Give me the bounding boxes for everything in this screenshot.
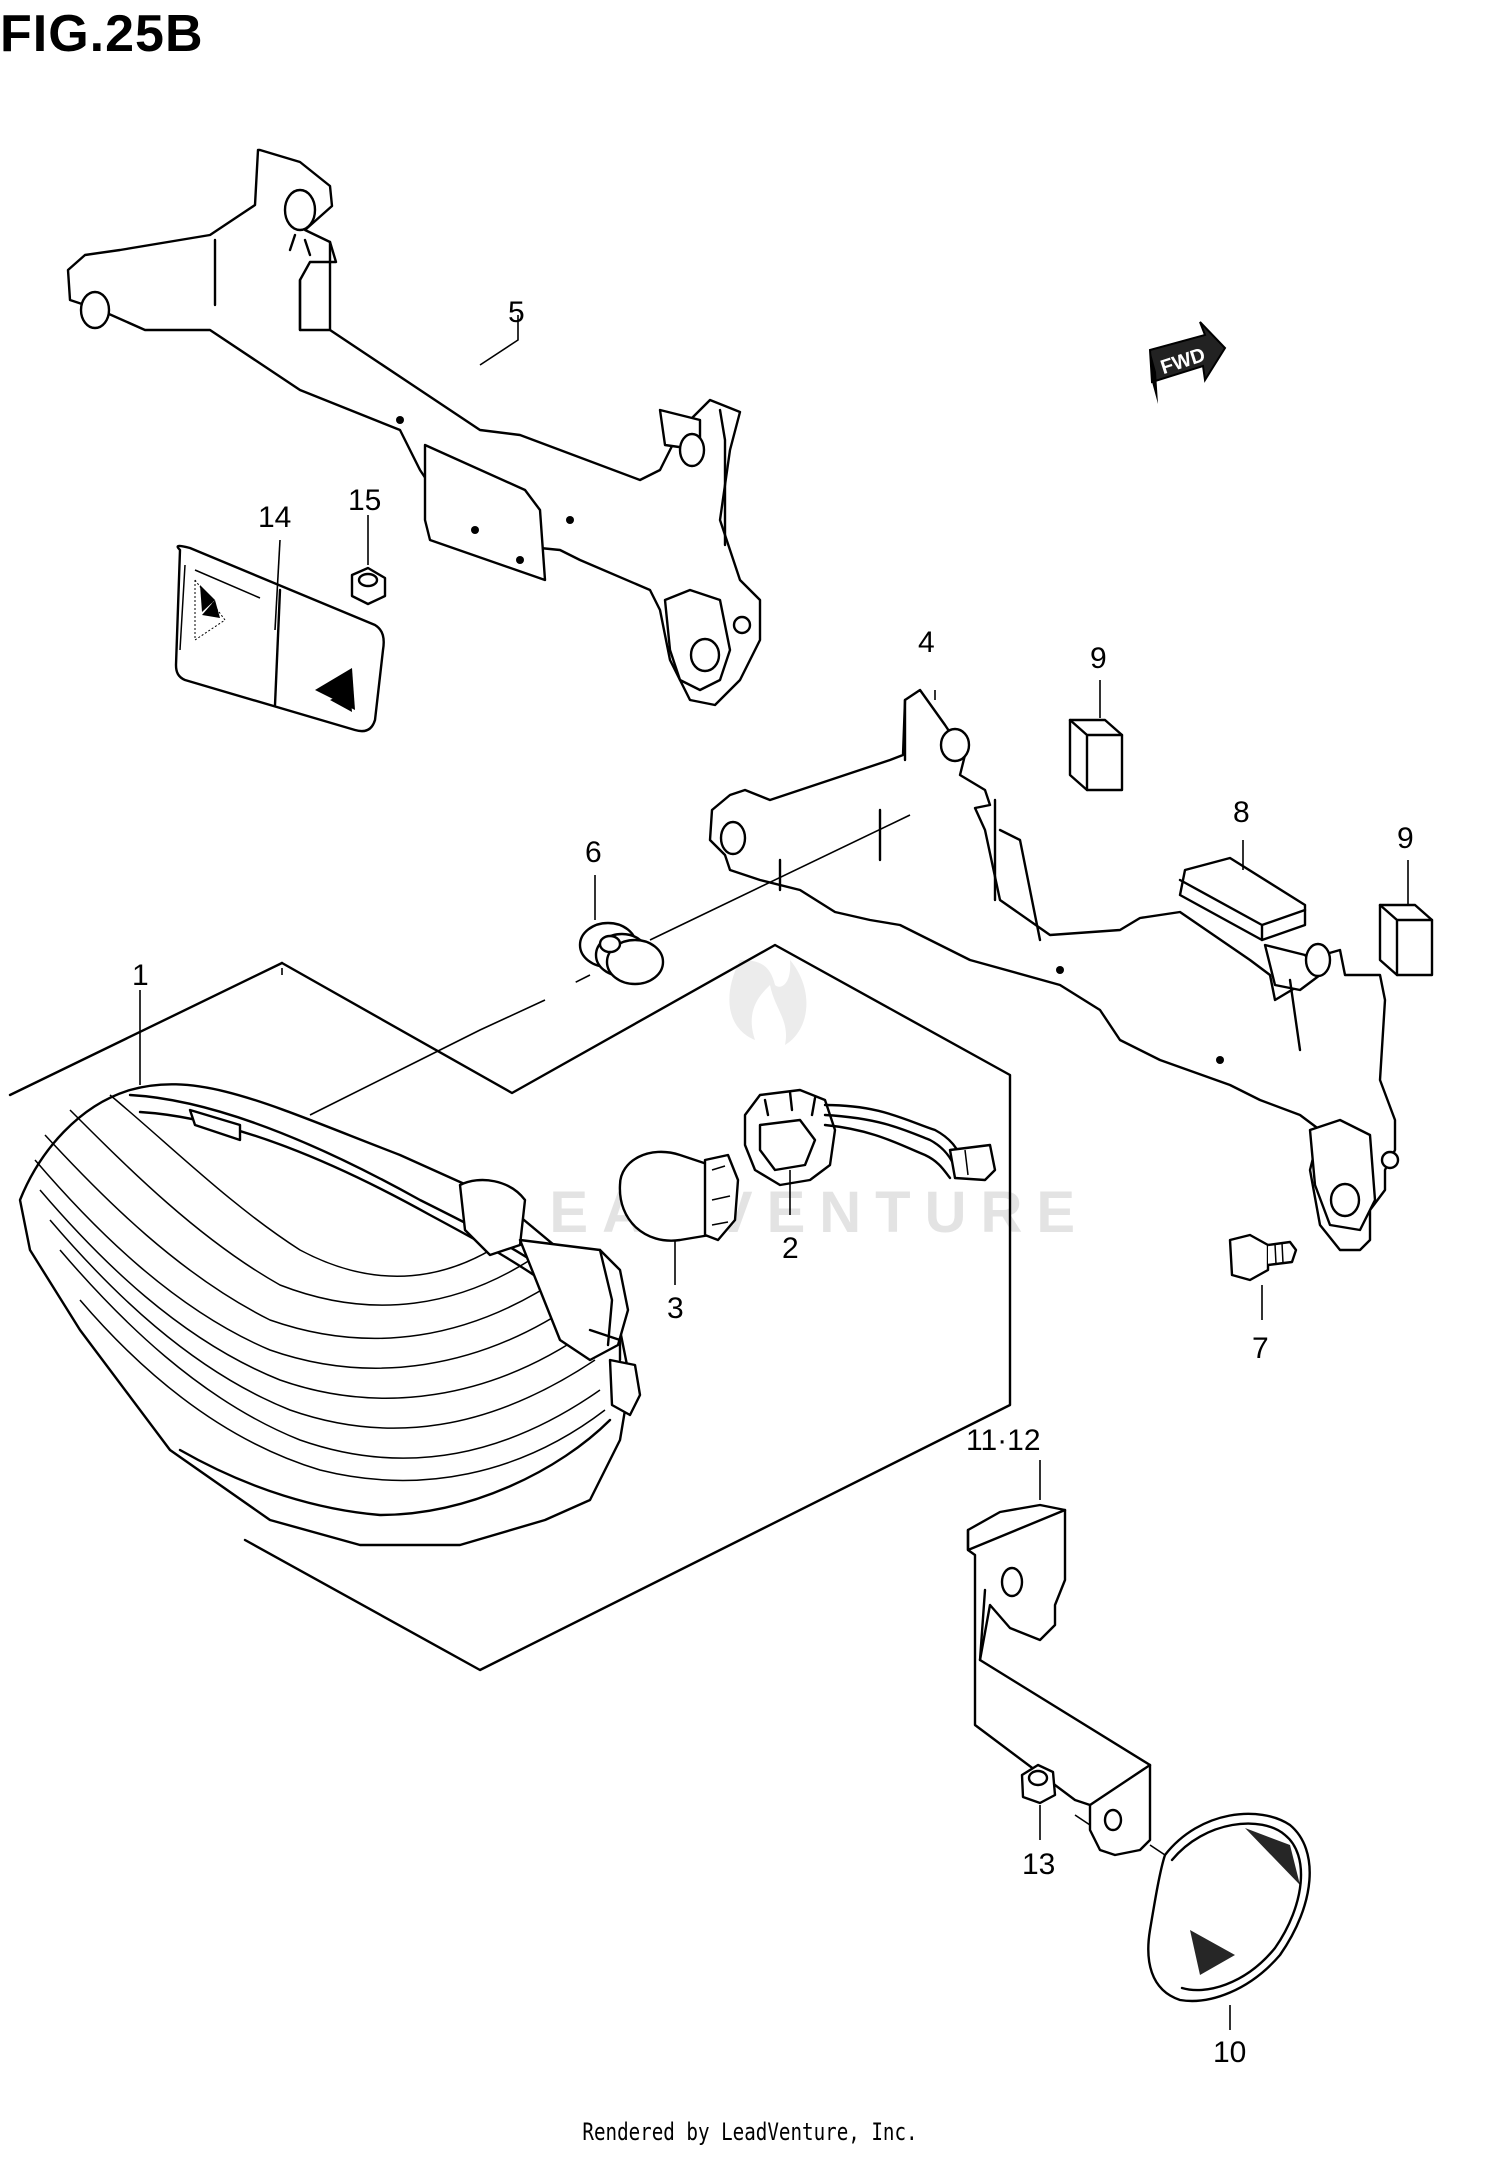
callout-6: 6 (585, 836, 602, 869)
bulb-part-3[interactable] (618, 1150, 740, 1242)
grommet-part-6[interactable] (578, 921, 665, 986)
callout-11-12: 11·12 (966, 1424, 1041, 1457)
socket-part-2[interactable] (743, 1088, 997, 1187)
nut-part-15[interactable] (350, 566, 387, 606)
headlight-part-1[interactable] (18, 1083, 642, 1547)
lower-bracket-part-4[interactable] (708, 688, 1400, 1252)
pad-part-8[interactable] (1178, 856, 1307, 942)
callout-10: 10 (1213, 2036, 1246, 2069)
figure-title: FIG.25B (0, 5, 204, 63)
callout-2: 2 (782, 1232, 799, 1265)
callout-13: 13 (1022, 1848, 1055, 1881)
callout-7: 7 (1252, 1332, 1269, 1365)
callout-15: 15 (348, 484, 381, 517)
round-reflector-part-10[interactable] (1147, 1812, 1311, 2003)
watermark-text: LEADVENTURE (500, 1180, 1089, 1245)
assembly-box-part-1 (8, 943, 1012, 1672)
callout-8: 8 (1233, 796, 1250, 829)
callout-3: 3 (667, 1292, 684, 1325)
upper-bracket-part-5[interactable] (66, 148, 762, 707)
callout-9-upper: 9 (1090, 642, 1107, 675)
callout-5: 5 (508, 296, 525, 329)
reflector-pattern (1190, 1828, 1300, 1975)
callout-labels: 1 2 3 4 5 6 7 8 9 9 10 11·12 13 14 15 (132, 296, 1414, 2069)
leader-lines (139, 315, 1409, 2030)
watermark-logo: LEADVENTURE (500, 960, 1089, 1245)
callout-9-lower: 9 (1397, 822, 1414, 855)
cushion-part-9-lower[interactable] (1378, 903, 1434, 977)
rect-reflector-part-14[interactable] (174, 544, 385, 733)
cushion-part-9-upper[interactable] (1068, 718, 1124, 792)
callout-14: 14 (258, 501, 291, 534)
render-credit: Rendered by LeadVenture, Inc. (582, 2118, 918, 2146)
reflector-stay-part-11-12[interactable] (966, 1503, 1152, 1857)
nut-part-13[interactable] (1020, 1763, 1057, 1805)
callout-1: 1 (132, 959, 149, 992)
bolt-part-7[interactable] (1228, 1233, 1298, 1282)
reflector-pattern (194, 578, 355, 712)
forward-arrow-icon: FWD (1148, 321, 1227, 404)
callout-4: 4 (918, 626, 935, 659)
